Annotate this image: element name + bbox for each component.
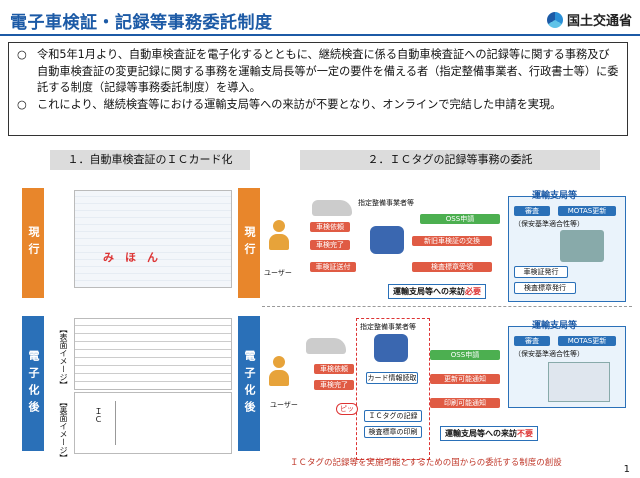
building-icon [548, 362, 610, 402]
bullet-text: 令和5年1月より、自動車検査証を電子化するとともに、継続検査に係る自動車検査証へ… [37, 48, 619, 94]
back-image-label: 【裏面イメージ】 [59, 398, 68, 462]
user-icon [268, 220, 290, 250]
bullet-mark: ○ [17, 97, 27, 111]
card-front-image [74, 318, 232, 390]
visit-note-current: 運輸支局等への来訪必要 [388, 284, 486, 299]
row-label-future-left: 電子化後 [22, 316, 44, 451]
user-label-future: ユーザー [270, 401, 298, 409]
request-inspection-box-future: 車検依頼 [314, 364, 354, 374]
section-heading-ic-tag: ２．ＩＣタグの記録等事務の委託 [300, 150, 600, 170]
print-notice-box: 印刷可能通知 [430, 398, 500, 408]
review-note-future: （保安基準適合性等） [514, 350, 584, 358]
visit-text: 運輸支局等への来訪 [393, 287, 465, 296]
summary-bullet: ○ 令和5年1月より、自動車検査証を電子化するとともに、継続検査に係る自動車検査… [17, 47, 619, 97]
building-icon [560, 230, 604, 262]
car-icon [312, 200, 352, 216]
mechanic-icon [374, 334, 408, 362]
ic-record-box: ＩＣタグの記録 [364, 410, 422, 422]
logo-mark-icon [546, 11, 563, 28]
page-number: 1 [623, 464, 630, 475]
motas-box-future: MOTAS更新 [558, 336, 616, 346]
row-label-future-right: 電子化後 [238, 316, 260, 451]
user-icon [268, 356, 290, 386]
card-back-image: ＩＣ [74, 392, 232, 454]
ministry-logo: 国土交通省 [546, 10, 632, 29]
review-box-future: 審査 [514, 336, 550, 346]
paper-certificate-image: み ほ ん [74, 190, 232, 288]
bullet-text: これにより、継続検査等における運輸支局等への来訪が不要となり、オンラインで完結し… [37, 97, 562, 111]
beep-badge: ピッ [336, 403, 358, 415]
motas-box-current: MOTAS更新 [558, 206, 616, 216]
review-box-current: 審査 [514, 206, 550, 216]
sticker-receive-box: 検査標章受領 [412, 262, 492, 272]
issue-cert-box: 車検証発行 [514, 266, 568, 278]
car-icon [306, 338, 346, 354]
inspection-done-box-future: 車検完了 [314, 380, 354, 390]
bureau-label-future: 運輸支局等 [532, 321, 578, 331]
designated-label-future: 指定整備事業者等 [360, 323, 416, 331]
visit-unneeded-text: 不要 [517, 429, 533, 438]
bureau-label-current: 運輸支局等 [532, 191, 578, 201]
summary-box: ○ 令和5年1月より、自動車検査証を電子化するとともに、継続検査に係る自動車検査… [8, 42, 628, 136]
issue-sticker-box: 検査標章発行 [514, 282, 576, 294]
mechanic-icon [370, 226, 404, 254]
request-inspection-box: 車検依頼 [310, 222, 350, 232]
logo-text: 国土交通省 [566, 14, 632, 29]
row-label-current-left: 現行 [22, 188, 44, 298]
exchange-cert-box: 新旧車検証の交換 [412, 236, 492, 246]
inspection-done-box: 車検完了 [310, 240, 350, 250]
ic-chip-label: ＩＣ [94, 407, 103, 423]
page-title: 電子車検証・記録等事務委託制度 [10, 13, 273, 33]
bullet-mark: ○ [17, 48, 27, 61]
title-divider [0, 34, 640, 36]
visit-note-future: 運輸支局等への来訪不要 [440, 426, 538, 441]
visit-required-text: 必要 [465, 287, 481, 296]
user-figure-future [268, 356, 290, 386]
designated-label-current: 指定整備事業者等 [358, 199, 414, 207]
card-divider [115, 401, 116, 445]
user-figure-current [268, 220, 290, 250]
review-note-current: （保安基準適合性等） [514, 220, 584, 228]
visit-text: 運輸支局等への来訪 [445, 429, 517, 438]
oss-apply-box-current: OSS申請 [420, 214, 500, 224]
sample-stamp: み ほ ん [103, 251, 158, 264]
front-image-label: 【表面イメージ】 [59, 325, 68, 389]
sticker-print-box: 検査標章の印刷 [364, 426, 422, 438]
row-label-current-right: 現行 [238, 188, 260, 298]
section-heading-ic-card: １．自動車検査証のＩＣカード化 [50, 150, 250, 170]
user-label-current: ユーザー [264, 269, 292, 277]
designated-outline [356, 318, 430, 460]
footer-note: ＩＣタグの記録等を実施可能とするための国からの委託する制度の創設 [290, 458, 562, 468]
oss-apply-box-future: OSS申請 [430, 350, 500, 360]
card-read-box: カード情報読取 [366, 372, 418, 384]
cert-sent-box: 車検証送付 [310, 262, 356, 272]
row-divider [262, 306, 632, 307]
summary-bullet: ○ これにより、継続検査等における運輸支局等への来訪が不要となり、オンラインで完… [17, 97, 619, 114]
renew-notice-box: 更新可能通知 [430, 374, 500, 384]
